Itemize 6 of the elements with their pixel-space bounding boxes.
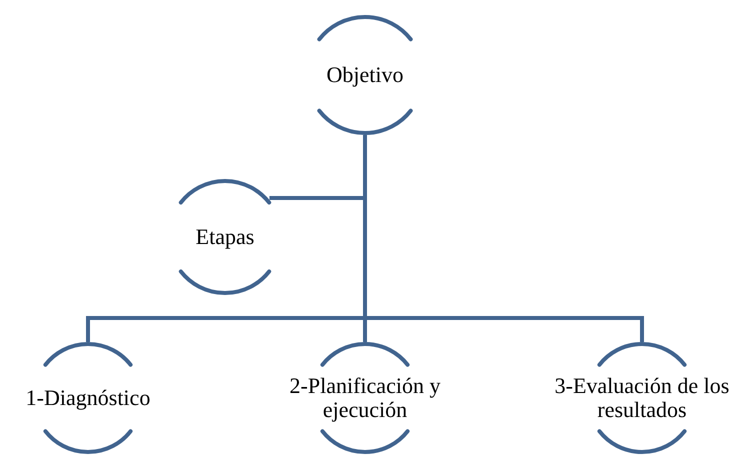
node-label: Etapas bbox=[194, 224, 256, 250]
node-label: 3-Evaluación de los resultados bbox=[554, 374, 730, 422]
connector-line bbox=[363, 135, 644, 342]
node-label: 1-Diagnóstico bbox=[24, 386, 152, 410]
node-label: 2-Planificación y ejecución bbox=[288, 374, 442, 422]
node-label: Objetivo bbox=[326, 62, 404, 88]
